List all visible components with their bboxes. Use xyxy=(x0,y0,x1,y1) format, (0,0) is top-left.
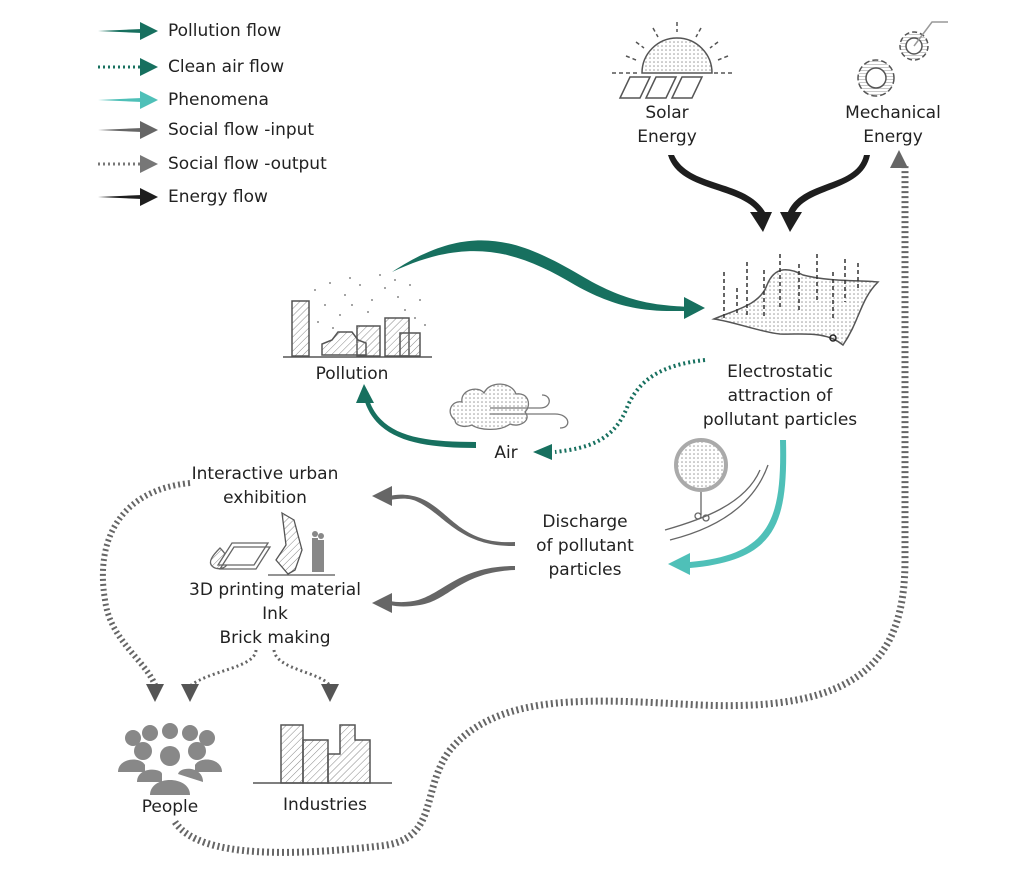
mechanical-label-line1: Mechanical xyxy=(845,103,941,123)
discharge-label-line2: of pollutant xyxy=(536,536,634,556)
social-input-arrow-materials xyxy=(372,566,515,613)
node-discharge: Discharge of pollutant particles xyxy=(520,510,650,582)
legend-label-pollution-flow: Pollution flow xyxy=(168,21,282,41)
materials-label-line1: 3D printing material xyxy=(189,580,361,600)
tree-cleaner-icon xyxy=(664,438,769,541)
clean-air-flow-arrow xyxy=(533,358,706,460)
charged-surface-icon xyxy=(711,254,880,347)
node-pollution: Pollution xyxy=(315,364,389,384)
mechanical-label-line2: Energy xyxy=(863,127,923,147)
node-people: People xyxy=(141,797,199,817)
pollution-flow-arrow xyxy=(392,240,705,319)
legend-arrow-phenomena xyxy=(98,91,158,109)
legend-arrow-energy-flow xyxy=(98,188,158,206)
social-output-arrow-people-to-mechanical xyxy=(172,150,909,856)
materials-label-line3: Brick making xyxy=(219,628,331,648)
legend-arrow-pollution-flow xyxy=(98,22,158,40)
electrostatic-label-line1: Electrostatic xyxy=(727,362,833,382)
gears-icon xyxy=(857,21,948,97)
node-exhibition: Interactive urban exhibition xyxy=(190,462,340,510)
social-output-arrow-materials-to-people xyxy=(181,649,258,702)
exhibition-label-line1: Interactive urban xyxy=(191,464,339,484)
electrostatic-label-line2: attraction of xyxy=(727,386,833,406)
discharge-label-line3: particles xyxy=(548,560,622,580)
solar-label-line1: Solar xyxy=(645,103,689,123)
legend-arrow-social-input xyxy=(98,121,158,139)
ink-paper-icon xyxy=(209,542,272,570)
sun-solar-panel-icon xyxy=(612,22,732,99)
social-output-arrow-exhibition-to-people xyxy=(99,480,191,702)
wind-cloud-icon xyxy=(449,383,569,431)
electrostatic-label-line3: pollutant particles xyxy=(702,410,858,430)
discharge-label-line1: Discharge xyxy=(542,512,628,532)
exhibition-label-line2: exhibition xyxy=(223,488,307,508)
node-industries: Industries xyxy=(283,795,367,815)
legend-label-energy-flow: Energy flow xyxy=(168,187,268,207)
city-smog-icon xyxy=(283,274,432,358)
factory-icon xyxy=(253,724,392,784)
legend-label-social-output: Social flow -output xyxy=(168,154,327,174)
legend-label-social-input: Social flow -input xyxy=(168,120,315,140)
crowd-icon xyxy=(118,723,222,795)
node-solar-energy: Solar Energy xyxy=(627,101,707,149)
node-mechanical-energy: Mechanical Energy xyxy=(835,101,951,149)
legend-arrow-clean-air-flow xyxy=(98,58,158,76)
node-electrostatic: Electrostatic attraction of pollutant pa… xyxy=(685,360,875,432)
materials-label-line2: Ink xyxy=(262,604,288,624)
social-input-arrow-exhibition xyxy=(372,486,515,547)
social-output-arrow-materials-to-industries xyxy=(272,649,339,702)
legend-label-phenomena: Phenomena xyxy=(168,90,269,110)
air-to-pollution-arrow xyxy=(356,384,476,448)
exhibition-icon xyxy=(268,511,335,576)
node-materials: 3D printing material Ink Brick making xyxy=(180,578,370,650)
legend-label-clean-air-flow: Clean air flow xyxy=(168,57,285,77)
phenomena-arrow xyxy=(668,440,787,575)
node-air: Air xyxy=(494,443,518,463)
solar-label-line2: Energy xyxy=(637,127,697,147)
energy-arrow-mechanical xyxy=(780,155,870,232)
legend-arrow-social-output xyxy=(98,155,158,173)
energy-arrow-solar xyxy=(668,155,772,232)
